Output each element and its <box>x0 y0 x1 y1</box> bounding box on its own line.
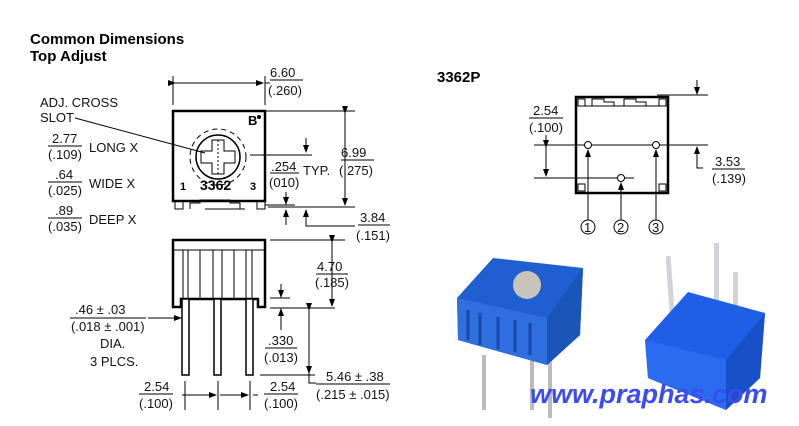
side-height-mm: 4.70 <box>317 259 342 274</box>
watermark: www.praphas.com <box>530 379 768 409</box>
adj-cross-label: ADJ. CROSS <box>40 95 118 110</box>
side-view: 4.70 (.185) .330 (.013) 5.46 ± .38 (.215… <box>70 235 390 411</box>
top-view: B 3362 1 3 6.60 (.260) 6.99 (.275) .254 … <box>40 65 390 243</box>
pin-len-mm: 5.46 ± .38 <box>326 369 384 384</box>
bottom-view: 3362P 1 2 3 2.54 (.100) 3.53 (.139) <box>437 69 746 235</box>
width-in: (.260) <box>268 83 302 98</box>
bottom-offset-mm: 3.53 <box>715 154 740 169</box>
height-mm: 6.99 <box>341 145 366 160</box>
slot-label: SLOT <box>40 110 74 125</box>
pitch-right-in: (.100) <box>264 396 298 411</box>
pin3-label: 3 <box>250 181 256 193</box>
typ-in: (010) <box>269 175 299 190</box>
width-mm: 6.60 <box>270 65 295 80</box>
deep-mm: .89 <box>55 203 73 218</box>
pin-len-in: (.215 ± .015) <box>316 387 390 402</box>
wide-mm: .64 <box>55 167 73 182</box>
title-line2: Top Adjust <box>30 48 107 65</box>
wide-in: (.025) <box>48 183 82 198</box>
dia-label: DIA. <box>100 336 125 351</box>
pin-dia-in: (.018 ± .001) <box>71 319 145 334</box>
typ-mm: .254 <box>271 159 296 174</box>
title-line1: Common Dimensions <box>30 31 184 48</box>
bottom-pitch-in: (.100) <box>529 120 563 135</box>
long-label: LONG X <box>89 140 138 155</box>
offset-in: (.151) <box>356 228 390 243</box>
trimpot-photo-back <box>645 243 765 410</box>
offset-mm: 3.84 <box>360 210 385 225</box>
wide-label: WIDE X <box>89 176 136 191</box>
deep-label: DEEP X <box>89 212 137 227</box>
pitch-right-mm: 2.54 <box>270 379 295 394</box>
adjust-knob-icon <box>189 128 247 186</box>
height-in: (.275) <box>339 163 373 178</box>
pin-dia-mm: .46 ± .03 <box>75 302 126 317</box>
standoff-in: (.013) <box>264 350 298 365</box>
long-in: (.109) <box>48 147 82 162</box>
standoff-mm: .330 <box>268 333 293 348</box>
plcs-label: 3 PLCS. <box>90 354 138 369</box>
logo-icon: B <box>248 113 257 128</box>
deep-in: (.035) <box>48 219 82 234</box>
pin-3-label: 3 <box>652 220 659 235</box>
pin-1-label: 1 <box>584 220 591 235</box>
pin1-label: 1 <box>180 181 186 193</box>
pitch-left-in: (.100) <box>139 396 173 411</box>
pitch-left-mm: 2.54 <box>144 379 169 394</box>
bottom-offset-in: (.139) <box>712 171 746 186</box>
long-mm: 2.77 <box>52 131 77 146</box>
side-height-in: (.185) <box>315 275 349 290</box>
model-label: 3362P <box>437 69 480 86</box>
typ-label: TYP. <box>303 163 330 178</box>
bottom-pitch-mm: 2.54 <box>533 103 558 118</box>
trimpot-photo-front <box>457 258 583 418</box>
pin-2-label: 2 <box>617 220 624 235</box>
body-text: 3362 <box>200 177 231 193</box>
